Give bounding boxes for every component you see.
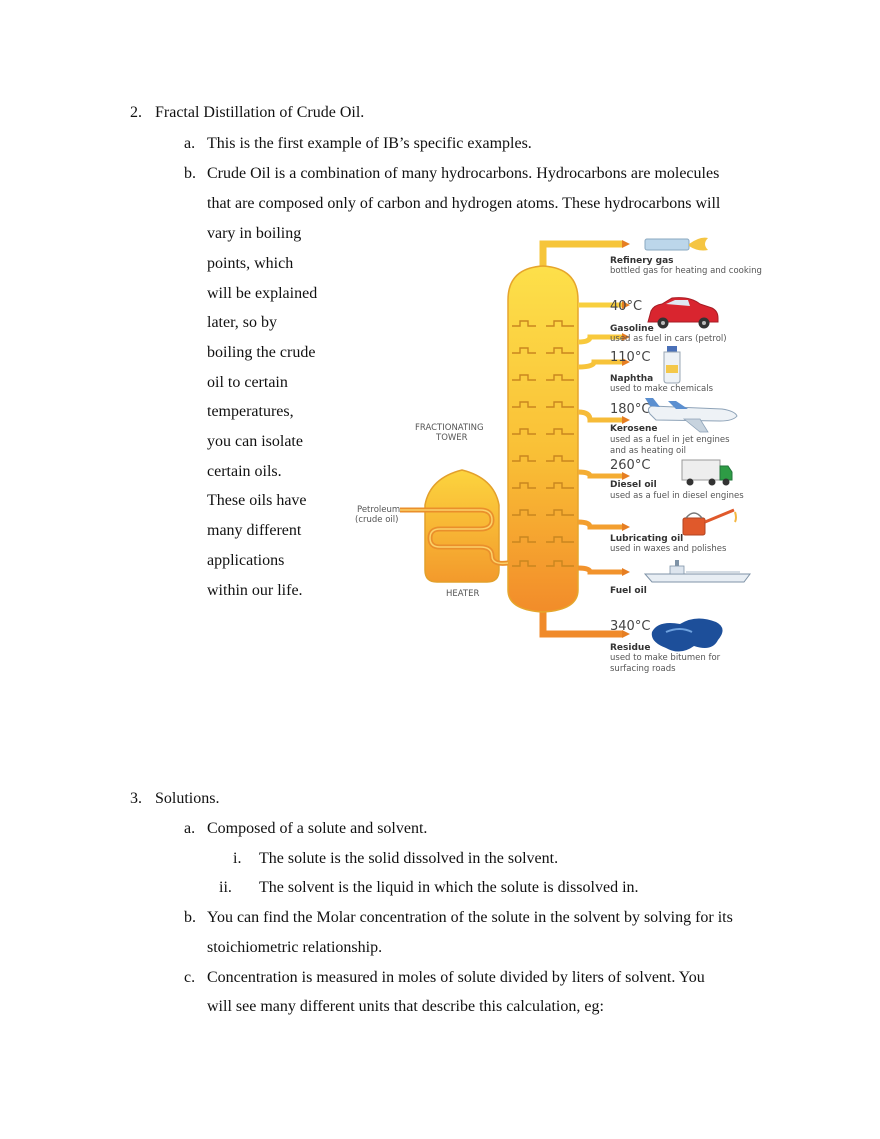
- residue-pipe: [539, 605, 622, 638]
- fractionating-tower: [507, 265, 579, 613]
- car-icon: [647, 297, 719, 329]
- sublist-marker: ii.: [219, 879, 232, 896]
- oil-can-icon: [682, 508, 737, 536]
- fraction-use: used as fuel in cars (petrol): [610, 334, 727, 344]
- section-number: 3.: [130, 790, 142, 807]
- paragraph-line: will see many different units that descr…: [207, 998, 604, 1015]
- draw-off-pipes: [577, 302, 622, 575]
- section-number: 2.: [130, 104, 142, 121]
- list-marker: a.: [184, 820, 196, 837]
- list-item-text: Composed of a solute and solvent.: [207, 820, 428, 837]
- paragraph-line: You can find the Molar concentration of …: [207, 909, 733, 926]
- fraction-name: Refinery gas: [610, 256, 674, 266]
- gas-torch-icon: [644, 237, 708, 251]
- sublist-marker: i.: [233, 850, 242, 867]
- list-marker: b.: [184, 165, 196, 182]
- paragraph-line: that are composed only of carbon and hyd…: [207, 195, 721, 212]
- list-marker: a.: [184, 135, 196, 152]
- list-marker: b.: [184, 909, 196, 926]
- heater: [424, 469, 500, 583]
- fraction-use: used as a fuel in diesel engines: [610, 491, 744, 501]
- paragraph-line: temperatures,: [207, 403, 294, 420]
- fraction-name: Lubricating oil: [610, 534, 683, 544]
- fraction-use: used to make chemicals: [610, 384, 714, 394]
- paragraph-line: These oils have: [207, 492, 307, 509]
- fraction-name: Kerosene: [610, 424, 658, 434]
- paragraph-line: stoichiometric relationship.: [207, 939, 383, 956]
- fraction-name: Gasoline: [610, 324, 654, 334]
- fractional-distillation-diagram: FRACTIONATING TOWER HEATER Petroleum (cr…: [355, 237, 762, 674]
- tower-label: FRACTIONATING: [415, 423, 484, 433]
- paragraph-line: vary in boiling: [207, 225, 302, 242]
- paragraph-line: points, which: [207, 255, 294, 272]
- fraction-use: surfacing roads: [610, 664, 676, 674]
- fraction-name: Residue: [610, 643, 650, 653]
- paragraph-line: certain oils.: [207, 463, 282, 480]
- paragraph-line: applications: [207, 552, 285, 569]
- fraction-use: used as a fuel in jet engines: [610, 435, 730, 445]
- fraction-temp: 260°C: [610, 458, 650, 473]
- list-marker: c.: [184, 969, 196, 986]
- fraction-temp: 40°C: [610, 299, 642, 314]
- paragraph-line: many different: [207, 522, 302, 539]
- bottle-icon: [663, 346, 681, 384]
- ship-icon: [643, 560, 751, 583]
- section-title: Solutions.: [155, 790, 220, 807]
- fraction-use: bottled gas for heating and cooking: [610, 266, 762, 276]
- paragraph-line: within our life.: [207, 582, 303, 599]
- paragraph-line: will be explained: [207, 285, 318, 302]
- fraction-name: Naphtha: [610, 374, 653, 384]
- paragraph-line: Crude Oil is a combination of many hydro…: [207, 165, 720, 182]
- feed-label: Petroleum: [357, 505, 400, 515]
- paragraph-line: oil to certain: [207, 374, 288, 391]
- fraction-use: used to make bitumen for: [610, 653, 721, 663]
- fraction-temp: 340°C: [610, 619, 650, 634]
- fraction-use: used in waxes and polishes: [610, 544, 727, 554]
- tower-trays: [512, 320, 574, 567]
- sublist-item-text: The solute is the solid dissolved in the…: [259, 850, 559, 867]
- feed-label: (crude oil): [355, 515, 398, 525]
- tower-label: TOWER: [435, 433, 468, 443]
- paragraph-line: later, so by: [207, 314, 278, 331]
- fraction-name: Fuel oil: [610, 586, 647, 596]
- paragraph-line: you can isolate: [207, 433, 303, 450]
- fraction-temp: 180°C: [610, 402, 650, 417]
- fraction-name: Diesel oil: [610, 480, 657, 490]
- list-item-text: This is the first example of IB’s specif…: [207, 135, 532, 152]
- fraction-use: and as heating oil: [610, 446, 686, 456]
- section-title: Fractal Distillation of Crude Oil.: [155, 104, 365, 121]
- arrow-heads: [622, 240, 630, 638]
- paragraph-line: boiling the crude: [207, 344, 316, 361]
- truck-icon: [681, 459, 733, 486]
- paragraph-line: Concentration is measured in moles of so…: [207, 969, 705, 986]
- sublist-item-text: The solvent is the liquid in which the s…: [259, 879, 639, 896]
- airplane-icon: [645, 398, 738, 433]
- fraction-temp: 110°C: [610, 350, 650, 365]
- bitumen-puddle-icon: [651, 618, 723, 652]
- heater-label: HEATER: [446, 589, 479, 599]
